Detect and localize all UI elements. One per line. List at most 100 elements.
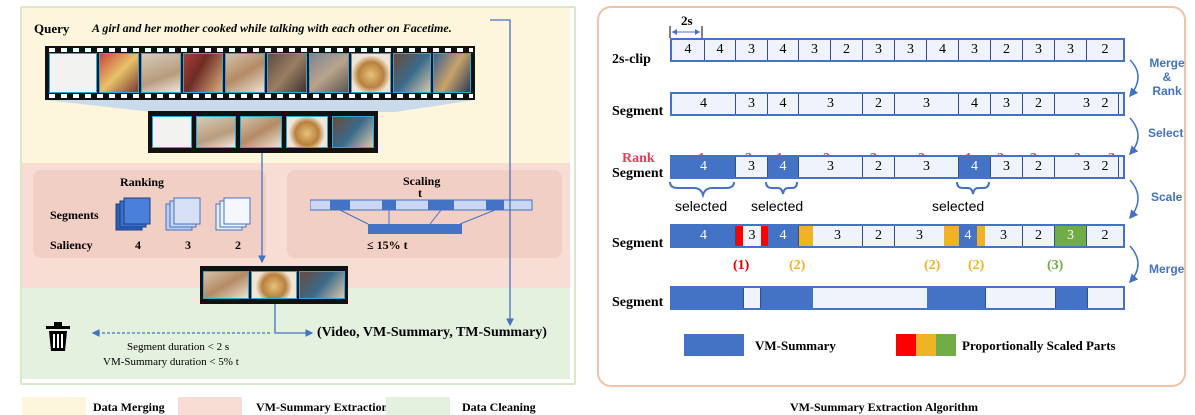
segment-row-label: Segment	[612, 104, 664, 119]
video-frame	[299, 271, 345, 299]
video-frame	[251, 271, 297, 299]
segment-cell: 3	[799, 157, 863, 177]
scaling-marker: (2)	[968, 258, 985, 273]
segment-cell: 3	[813, 226, 863, 246]
video-frame	[196, 116, 236, 148]
scaled-part-red	[761, 226, 768, 246]
segment-cell: 3	[991, 157, 1023, 177]
legend-swatch-scaled	[896, 334, 956, 356]
video-frame	[141, 53, 181, 93]
segment-cell: 3	[916, 228, 923, 243]
video-frame	[393, 53, 431, 93]
selected-label: selected	[675, 198, 728, 214]
video-filmstrip	[45, 46, 475, 100]
video-frame	[240, 116, 282, 148]
video-frame	[309, 53, 349, 93]
segment-cell: 2	[1023, 94, 1055, 114]
scaling-marker: (1)	[733, 258, 750, 273]
step-merge: Merge	[1149, 262, 1185, 276]
algorithm-panel	[597, 6, 1186, 387]
selected-row: 4 3 4 3 2 3 4 3 2 3 2	[670, 155, 1125, 179]
ranking-title: Ranking	[120, 175, 165, 189]
scaling-marker: (3)	[1047, 258, 1064, 273]
saliency-label: Saliency	[50, 238, 93, 252]
video-frame	[49, 53, 97, 93]
selected-label: selected	[751, 198, 804, 214]
segment-divider	[760, 288, 761, 308]
segment-cell: 4	[959, 94, 991, 114]
clip-cell: 3	[863, 40, 895, 60]
clip-duration-label: 2s	[681, 13, 693, 28]
segment-stack-high	[115, 197, 151, 231]
video-frame	[183, 53, 223, 93]
scaling-diagram	[310, 199, 533, 234]
segment-cell: 3	[895, 94, 959, 114]
selected-segment-cell: 4	[768, 157, 799, 177]
legend-label: Data Merging	[93, 400, 165, 414]
step-arrow	[1129, 59, 1139, 98]
saliency-value: 2	[235, 238, 241, 252]
segment-cell: 3	[736, 157, 768, 177]
step-arrow	[1129, 245, 1139, 284]
algorithm-caption: VM-Summary Extraction Algorithm	[790, 400, 978, 414]
video-frame	[152, 116, 192, 148]
segment-cell: 3	[1055, 157, 1119, 177]
summary-row	[670, 286, 1125, 310]
clip-cell: 4	[768, 40, 799, 60]
segment-row: 4 3 4 3 2 3 4 3 2 3 2	[670, 92, 1125, 116]
vm-summary-block	[761, 288, 813, 308]
clip-cell: 2	[991, 40, 1023, 60]
vm-summary-block	[927, 288, 985, 308]
segment-stack-mid	[165, 197, 201, 231]
segment-cell: 3	[985, 226, 1023, 246]
legend-label: VM-Summary Extraction	[256, 400, 389, 414]
selected-label: selected	[932, 198, 985, 214]
selection-braces	[669, 181, 990, 198]
legend-swatch-extraction	[178, 397, 242, 415]
video-frame	[99, 53, 139, 93]
scaled-part-green	[1055, 226, 1087, 246]
video-frame	[203, 271, 249, 299]
sprocket-holes	[49, 48, 473, 98]
segment-cell: 3	[991, 94, 1023, 114]
video-frame	[351, 53, 391, 93]
scaled-segment-cell: 3	[1055, 226, 1087, 246]
clip-cell: 2	[831, 40, 863, 60]
step-merge-rank: Merge & Rank	[1149, 56, 1185, 98]
segment-row-label: Segment	[612, 166, 664, 181]
query-text: A girl and her mother cooked while talki…	[92, 21, 452, 35]
video-frame	[286, 116, 328, 148]
clip-row-label: 2s-clip	[612, 52, 651, 67]
segment-cell: 3	[736, 94, 768, 114]
legend-swatch-merging	[22, 397, 86, 415]
selected-segment-cell: 4	[672, 226, 736, 246]
segment-divider	[1087, 288, 1088, 308]
clip-cell: 4	[927, 40, 959, 60]
segment-divider	[985, 288, 986, 308]
segment-cell: 3	[799, 94, 863, 114]
rank-row-label: Rank	[622, 151, 655, 166]
clip-cell: 3	[1023, 40, 1055, 60]
clip-row: 4 4 3 4 3 2 3 3 4 3 2 3 3 2	[670, 38, 1125, 62]
segment-cell: 2	[863, 94, 895, 114]
legend-swatch-cleaning	[386, 397, 450, 415]
segment-cell: 3	[895, 157, 959, 177]
step-arrow	[1129, 117, 1139, 156]
segment-row-label: Segment	[612, 236, 664, 251]
scaling-bound: ≤ 15% t	[367, 238, 408, 252]
segment-cell: 2	[1101, 228, 1109, 243]
step-scale: Scale	[1151, 190, 1183, 204]
segment-row-label: Segment	[612, 295, 664, 310]
legend-label: Data Cleaning	[462, 400, 536, 414]
selected-segment-cell: 4	[959, 226, 977, 246]
segment-divider	[743, 288, 744, 308]
scaled-part-red	[736, 226, 743, 246]
merged-filmstrip	[148, 111, 378, 153]
scaled-part-orange	[977, 226, 985, 246]
segment-cell: 2	[1023, 157, 1055, 177]
legend-swatch-vm-summary	[684, 334, 744, 356]
output-tuple: (Video, VM-Summary, TM-Summary)	[317, 325, 547, 340]
cleaning-rule-summary: VM-Summary duration < 5% t	[103, 356, 239, 368]
scaled-part-orange	[944, 226, 959, 246]
merge-funnel	[45, 100, 475, 112]
